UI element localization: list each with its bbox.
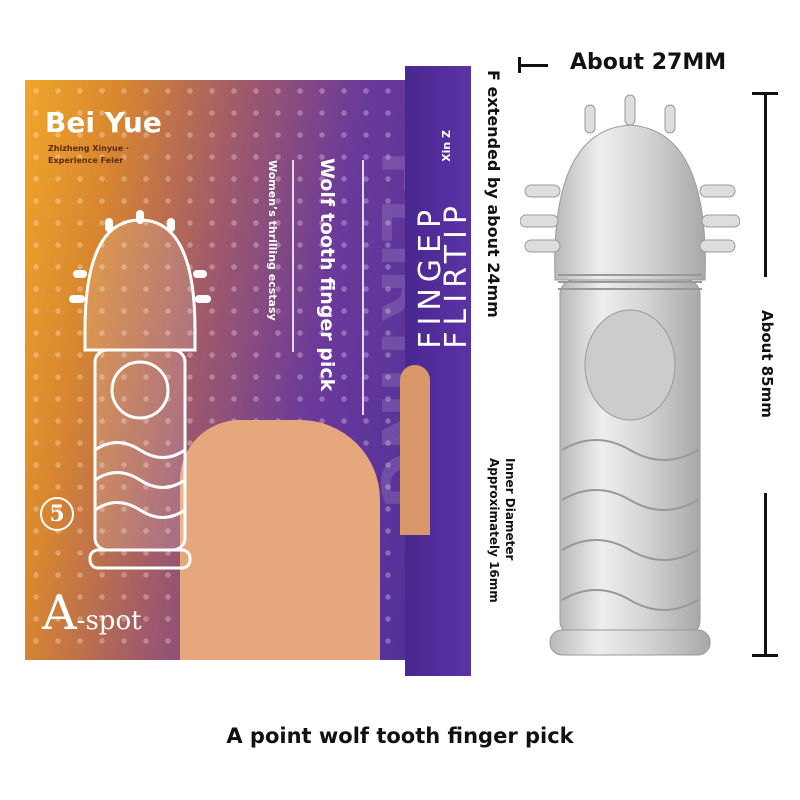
length-label: About 85mm: [758, 310, 776, 418]
finger-image: [400, 365, 430, 535]
divider: [362, 160, 364, 415]
divider: [292, 160, 294, 352]
side-brand: Xin Z: [440, 130, 453, 162]
caption: A point wolf tooth finger pick: [226, 724, 574, 748]
box-subtitle: Women’s thrilling ecstasy: [266, 160, 279, 321]
width-marker: [518, 64, 548, 67]
product-line-drawing: [69, 210, 211, 570]
a-letter: A: [42, 585, 77, 641]
product-photo: [520, 94, 740, 656]
length-bar-top: [764, 92, 767, 277]
spot-word: -spot: [76, 606, 142, 636]
tagline-line: Experience Feier: [48, 156, 124, 165]
box-title: Wolf tooth finger pick: [316, 158, 338, 392]
hand-image: [180, 420, 380, 660]
side-text: FINGEP FLIRTIP: [413, 200, 474, 349]
length-cap: [752, 92, 778, 95]
side-text-line: FLIRTIP: [439, 200, 474, 349]
box-front: FLIRTING: [25, 80, 407, 660]
width-label: About 27MM: [570, 50, 727, 75]
count-badge: 5: [40, 497, 74, 531]
a-spot-label: A-spot: [42, 585, 142, 641]
extension-label: F extended by about 24mm: [484, 70, 503, 318]
tagline-line: Zhizheng Xinyue ·: [48, 144, 129, 153]
length-cap: [752, 654, 778, 657]
brand-tagline: Zhizheng Xinyue · Experience Feier: [48, 143, 129, 167]
inner-line: Approximately 16mm: [487, 458, 501, 603]
inner-line: Inner Diameter: [503, 458, 517, 561]
brand-name: Bei Yue: [45, 106, 162, 139]
length-bar-bottom: [764, 493, 767, 656]
inner-diameter-label: Inner Diameter Approximately 16mm: [486, 458, 518, 603]
